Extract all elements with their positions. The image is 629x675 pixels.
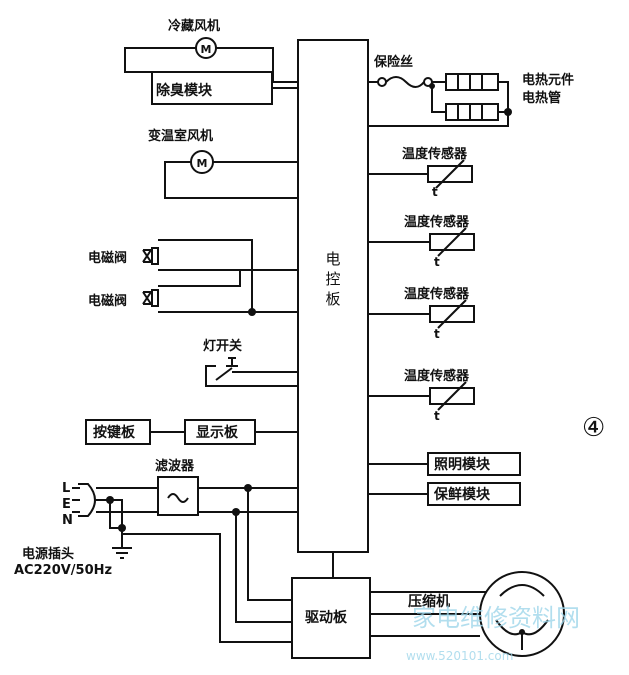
light-switch-icon [226, 357, 238, 367]
temp-sensor-2: 温度传感器 t [368, 214, 475, 269]
temp-sensor-2-slash [437, 227, 467, 257]
temp-sensor-3-label: 温度传感器 [404, 286, 470, 302]
heater-element-label: 电热元件 [522, 72, 574, 88]
temp-sensor-4-slash [437, 381, 467, 411]
power-plug-icon [78, 483, 96, 517]
key-board-label: 按键板 [93, 424, 136, 441]
solenoid-1-coil [151, 247, 159, 265]
solenoid-2-wire [158, 270, 241, 287]
temp-sensor-2-t: t [434, 255, 440, 269]
fresh-module-label: 保鲜模块 [433, 486, 491, 503]
solenoid-1-icon [142, 249, 152, 263]
display-board-label: 显示板 [196, 424, 239, 441]
drive-board-label: 驱动板 [305, 609, 348, 626]
main-board-char-2: 控 [325, 270, 340, 288]
fridge-fan-wire [124, 47, 196, 73]
compressor-icon [479, 571, 565, 657]
light-switch-label: 灯开关 [203, 338, 242, 354]
fridge-fan-label: 冷藏风机 [168, 18, 220, 34]
solenoid-1-label: 电磁阀 [88, 250, 127, 266]
temp-sensor-4: 温度传感器 t [368, 368, 475, 423]
fridge-fan-motor-letter: M [201, 43, 212, 56]
heater-element-1-icon [445, 73, 499, 91]
plug-E-label: E [62, 497, 71, 512]
compressor-winding-icon [495, 584, 549, 650]
temp-sensor-3: 温度传感器 t [368, 286, 475, 341]
earth-wire [109, 500, 122, 529]
fresh-module-box [427, 482, 521, 506]
solenoid-2-label: 电磁阀 [88, 293, 127, 309]
main-board-char-1: 电 [325, 250, 340, 268]
var-fan-label: 变温室风机 [148, 128, 213, 144]
filter-box [157, 476, 199, 516]
figure-number: ④ [582, 413, 605, 443]
heater-bus-wire [431, 82, 446, 113]
earth-to-drive-wire [121, 528, 298, 643]
heater-element-1-grid [457, 74, 483, 90]
main-board-char-3: 板 [325, 290, 340, 308]
main-board [297, 39, 369, 553]
light-switch-blade [215, 367, 233, 381]
heater-junction-dot-1 [429, 83, 435, 89]
temp-sensor-1-label: 温度传感器 [402, 146, 468, 162]
plug-L-label: L [62, 481, 70, 496]
L-to-drive-wire [247, 488, 292, 601]
key-board-box [85, 419, 151, 445]
solenoid-2-coil [151, 289, 159, 307]
plug-N-label: N [62, 513, 73, 528]
temp-sensor-1: 温度传感器 t [368, 146, 473, 199]
compressor-junction-dot [519, 629, 525, 635]
deodor-module-box [151, 71, 273, 105]
solenoid-1-wire [158, 239, 253, 312]
temp-sensor-2-label: 温度传感器 [404, 214, 470, 230]
light-module-box [427, 452, 521, 476]
heater-element-2-icon [445, 103, 499, 121]
light-module-label: 照明模块 [434, 456, 491, 473]
watermark-text: 家电维修资料网 [412, 604, 580, 632]
temp-sensor-3-t: t [434, 327, 440, 341]
temp-sensor-1-t: t [432, 185, 438, 199]
heater-tube-label: 电热管 [522, 90, 561, 106]
light-switch-wire [205, 365, 298, 387]
temp-sensor-4-label: 温度传感器 [404, 368, 470, 384]
heater-to-board-wire [368, 112, 509, 127]
power-plug-label: 电源插头 [22, 546, 74, 562]
temp-sensor-3-slash [437, 299, 467, 329]
solenoid-junction-dot [248, 308, 256, 316]
drive-board-box [291, 577, 371, 659]
filter-icon [167, 493, 189, 503]
solenoid-2-icon [142, 291, 152, 305]
fuse-icon [385, 76, 425, 88]
ground-icon [112, 547, 132, 559]
compressor-label: 压缩机 [408, 593, 450, 610]
fridge-fan-wire-right [216, 47, 274, 82]
filter-label: 滤波器 [155, 458, 195, 474]
heater-element-2-grid [457, 104, 483, 120]
watermark-url: www.520101.com [406, 649, 513, 663]
heater-return-wire [498, 81, 509, 113]
fuse-label: 保险丝 [373, 54, 413, 70]
N-to-drive-wire [235, 512, 292, 623]
var-fan-wire-left [164, 161, 298, 199]
var-fan-motor-letter: M [197, 157, 208, 170]
temp-sensor-1-slash [435, 159, 465, 189]
temp-sensor-4-t: t [434, 409, 440, 423]
power-spec-label: AC220V/50Hz [14, 563, 112, 578]
deodor-module-label: 除臭模块 [156, 82, 213, 99]
fuse-terminal-left [377, 77, 387, 87]
